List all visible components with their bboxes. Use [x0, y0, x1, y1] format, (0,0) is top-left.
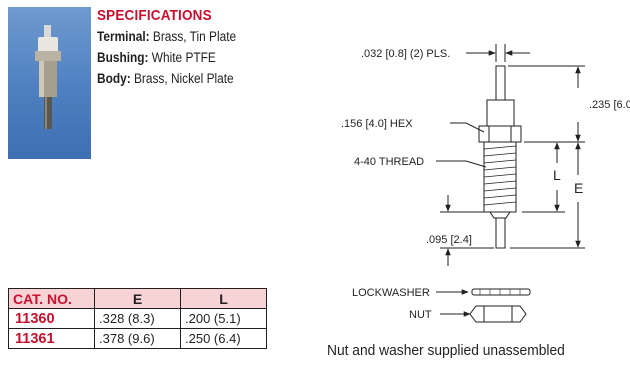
spec-label: Bushing:	[97, 50, 149, 65]
table-header-row: CAT. NO. E L	[8, 288, 267, 309]
l-value: .250 (6.4)	[180, 328, 267, 349]
top-dimension-label: .235 [6.0]	[589, 99, 630, 111]
header-e: E	[94, 288, 181, 309]
l-value: .200 (5.1)	[180, 308, 267, 329]
cat-number: 11360	[8, 308, 95, 329]
specifications-title: SPECIFICATIONS	[97, 7, 212, 24]
bottom-dimension-label: .095 [2.4]	[426, 234, 472, 246]
thread-label: 4-40 THREAD	[354, 156, 424, 168]
nut-part	[469, 305, 527, 323]
spec-value: Brass, Tin Plate	[152, 29, 237, 44]
caption: Nut and washer supplied unassembled	[327, 342, 565, 359]
pin-dimension-label: .032 [0.8] (2) PLS.	[361, 48, 450, 60]
lockwasher-part	[471, 288, 531, 296]
catalog-table: CAT. NO. E L 11360 .328 (8.3) .200 (5.1)…	[8, 288, 267, 349]
hex-dimension-label: .156 [4.0] HEX	[341, 118, 413, 130]
spec-value: Brass, Nickel Plate	[133, 71, 234, 86]
nut-label: NUT	[409, 309, 432, 321]
header-cat-no: CAT. NO.	[8, 288, 95, 309]
top-pin	[495, 65, 506, 101]
table-row: 11361 .378 (9.6) .250 (6.4)	[8, 328, 267, 349]
e-dimension-label: E	[574, 180, 583, 196]
l-dimension-label: L	[553, 167, 561, 183]
specifications-block: SPECIFICATIONS Terminal: Brass, Tin Plat…	[97, 7, 255, 89]
lockwasher-label: LOCKWASHER	[352, 287, 430, 299]
table-row: 11360 .328 (8.3) .200 (5.1)	[8, 308, 267, 329]
threaded-body	[483, 141, 517, 213]
spec-label: Body:	[97, 71, 131, 86]
spec-value: White PTFE	[151, 50, 216, 65]
hex-nut-body	[478, 125, 522, 143]
e-value: .378 (9.6)	[94, 328, 181, 349]
spec-body: Body: Brass, Nickel Plate	[97, 68, 236, 89]
e-value: .328 (8.3)	[94, 308, 181, 329]
spec-label: Terminal:	[97, 29, 150, 44]
bushing	[486, 99, 515, 127]
product-photo	[8, 7, 91, 159]
spec-terminal: Terminal: Brass, Tin Plate	[97, 26, 236, 47]
spec-bushing: Bushing: White PTFE	[97, 47, 236, 68]
terminal-image	[35, 25, 61, 129]
bottom-pin	[495, 217, 506, 249]
